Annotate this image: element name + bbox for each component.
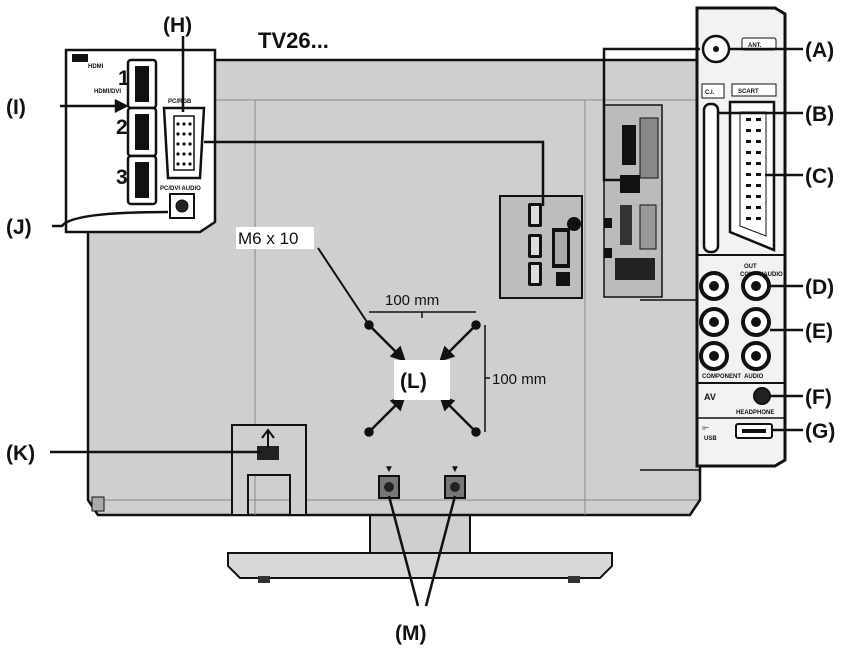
ci-slot	[702, 102, 720, 254]
scart-pin	[756, 206, 761, 209]
central-terminal-block	[499, 195, 583, 299]
vga-pin	[176, 122, 180, 126]
callout-f: (F)	[805, 386, 832, 409]
hdmi-pc-panel: HDMI 1 HDMI/DVI 2 3 PC/RGB PC/DVI AUDIO	[64, 48, 217, 234]
scart-pin	[746, 151, 751, 154]
scart-pin	[746, 129, 751, 132]
cable-holder	[231, 424, 307, 516]
label-scart: SCART	[738, 89, 759, 95]
scart-pin	[756, 162, 761, 165]
scart-pin	[746, 184, 751, 187]
vga-pin	[176, 152, 180, 156]
pc-audio-jack	[175, 199, 189, 213]
svg-text:▼: ▼	[384, 464, 394, 475]
scart-pin	[756, 129, 761, 132]
svg-text:OUT: OUT	[744, 264, 757, 270]
scart-pin	[756, 217, 761, 220]
vga-pin	[176, 132, 180, 136]
scart-pin	[746, 162, 751, 165]
vga-pin	[182, 132, 186, 136]
label-screw-spec: M6 x 10	[238, 229, 298, 248]
vga-pin	[188, 152, 192, 156]
vga-pin	[188, 142, 192, 146]
scart-pin	[756, 140, 761, 143]
label-av: AV	[704, 392, 716, 402]
vga-pin	[188, 122, 192, 126]
callout-k: (K)	[6, 442, 35, 465]
svg-text:2: 2	[116, 116, 128, 139]
vga-pin	[188, 162, 192, 166]
scart-pin	[756, 184, 761, 187]
label-ant: ANT.	[748, 43, 762, 49]
svg-text:▼: ▼	[450, 464, 460, 475]
leader-lines	[50, 36, 803, 607]
callout-e: (E)	[805, 320, 833, 343]
stand-screws: ▼ ▼	[378, 464, 466, 499]
callout-l: (L)	[400, 370, 427, 393]
tv-stand	[227, 514, 613, 583]
callout-m: (M)	[395, 622, 426, 645]
vga-pin	[182, 122, 186, 126]
svg-text:PC/RGB: PC/RGB	[168, 99, 192, 105]
callout-a: (A)	[805, 39, 834, 62]
callout-h: (H)	[163, 14, 192, 37]
vga-pin	[182, 142, 186, 146]
model-title: TV26...	[258, 28, 329, 53]
svg-text:COMPONENT: COMPONENT	[702, 374, 741, 380]
callout-g: (G)	[805, 420, 835, 443]
scart-pin	[746, 206, 751, 209]
scart-pin	[756, 151, 761, 154]
label-hdmi-header: HDMI	[88, 64, 104, 70]
scart-pin	[746, 118, 751, 121]
rear-side-terminal-strip	[603, 104, 663, 298]
scart-pin	[746, 140, 751, 143]
callout-i: (I)	[6, 96, 26, 119]
callout-b: (B)	[805, 103, 834, 126]
scart-pin	[746, 195, 751, 198]
callout-j: (J)	[6, 216, 32, 239]
callout-d: (D)	[805, 276, 834, 299]
headphone-jack	[753, 387, 771, 405]
callout-c: (C)	[805, 165, 834, 188]
scart-pin	[756, 118, 761, 121]
vga-pin	[182, 152, 186, 156]
vga-pin	[188, 132, 192, 136]
vga-pin	[182, 162, 186, 166]
side-connector-panel: ANT. C.I. SCART OUT COLOR/AUDIO COMPONEN…	[695, 6, 787, 468]
label-vesa-h: 100 mm	[385, 292, 439, 309]
label-ci: C.I.	[705, 90, 715, 96]
svg-text:HDMI/DVI: HDMI/DVI	[94, 89, 121, 95]
usb-icon: ⟜	[702, 422, 709, 432]
label-vesa-v: 100 mm	[492, 371, 546, 388]
svg-text:HEADPHONE: HEADPHONE	[736, 410, 774, 416]
scart-pin	[756, 173, 761, 176]
svg-text:3: 3	[116, 166, 128, 189]
vga-pin	[176, 142, 180, 146]
svg-text:USB: USB	[704, 436, 717, 442]
svg-text:PC/DVI AUDIO: PC/DVI AUDIO	[160, 186, 201, 192]
svg-text:AUDIO: AUDIO	[744, 374, 764, 380]
scart-pin	[746, 173, 751, 176]
scart-pin	[746, 217, 751, 220]
vga-pin	[176, 162, 180, 166]
scart-pin	[756, 195, 761, 198]
scart-socket	[728, 100, 776, 252]
